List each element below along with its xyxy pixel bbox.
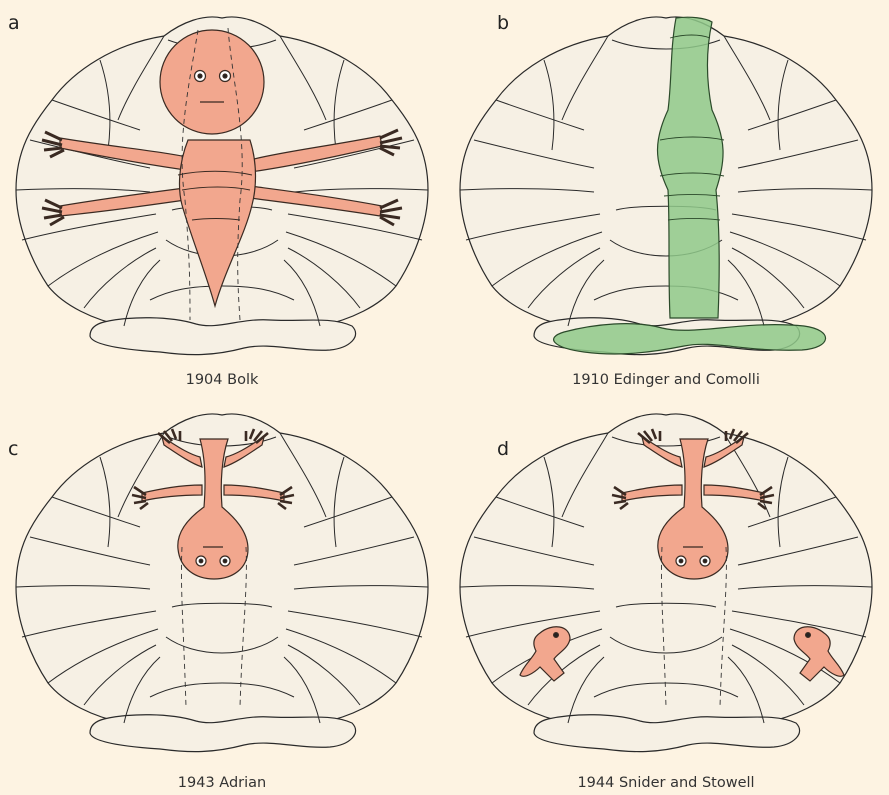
cerebellum-diagram-adrian	[0, 397, 444, 794]
caption-adrian: 1943 Adrian	[0, 776, 444, 791]
panel-c: c 1943 Adrian	[0, 397, 444, 794]
caption-edinger: 1910 Edinger and Comolli	[444, 373, 888, 388]
caption-bolk: 1904 Bolk	[0, 373, 444, 388]
panel-b: b 1910 Edinger and Comolli	[444, 0, 888, 397]
panel-a: a 1904 Bolk	[0, 0, 444, 397]
panel-d: d 1944 Snider and Stowell	[444, 397, 888, 794]
panel-letter-a: a	[8, 14, 20, 33]
caption-snider: 1944 Snider and Stowell	[444, 776, 888, 791]
cerebellum-diagram-bolk	[0, 0, 444, 397]
panel-letter-d: d	[497, 440, 509, 459]
panel-letter-b: b	[497, 14, 509, 33]
cerebellum-diagram-edinger	[444, 0, 888, 397]
panel-letter-c: c	[8, 440, 18, 459]
cerebellum-diagram-snider	[444, 397, 888, 794]
